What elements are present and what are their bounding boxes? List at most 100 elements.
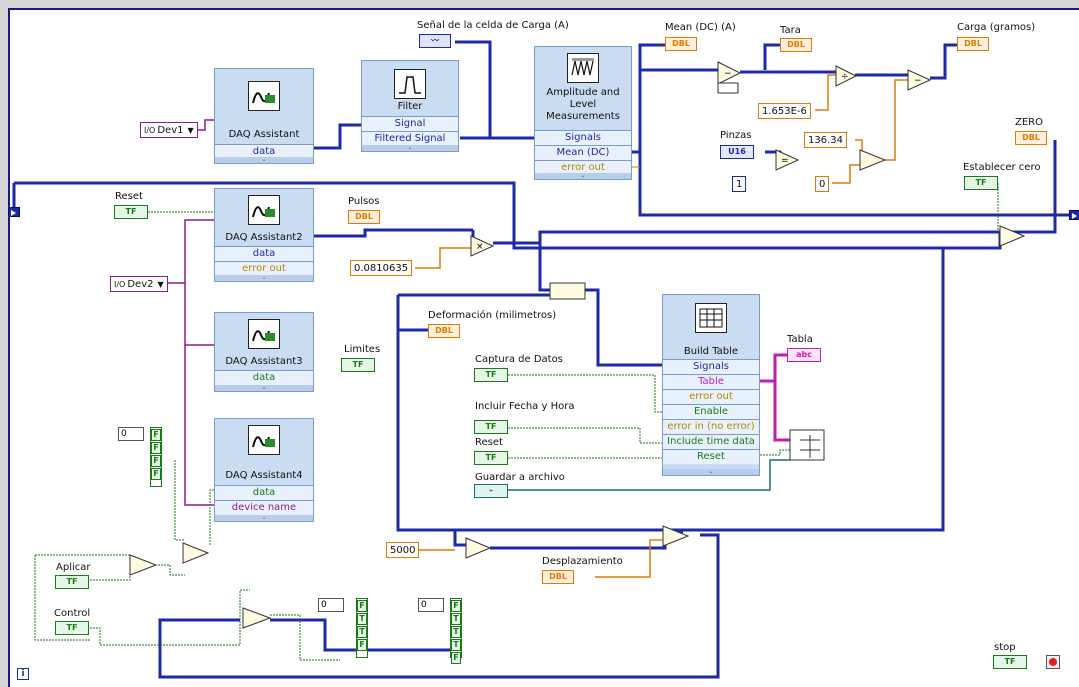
compare-node[interactable]	[465, 537, 492, 559]
term-mean-dc[interactable]: Mean (DC)	[535, 145, 631, 160]
k3-constant[interactable]: 0.0810635	[350, 260, 413, 276]
k4-constant[interactable]: 5000	[386, 542, 420, 558]
amplitude-level-vi[interactable]: Amplitude and Level Measurements Signals…	[534, 46, 632, 180]
term-filtered-signal[interactable]: Filtered Signal	[362, 131, 458, 146]
subtract-node[interactable]	[717, 61, 742, 85]
term-signals[interactable]: Signals	[663, 359, 759, 374]
incluir-control[interactable]: TF	[474, 420, 508, 434]
subtract-node-2[interactable]	[907, 69, 932, 91]
build-table-vi[interactable]: Build Table Signals Table error out Enab…	[662, 294, 760, 476]
vi-expand[interactable]: ⌄	[362, 145, 458, 151]
term-error-in[interactable]: error in (no error)	[663, 419, 759, 434]
term-include-time[interactable]: Include time data	[663, 434, 759, 449]
filter-vi[interactable]: Filter Signal Filtered Signal ⌄	[361, 60, 459, 152]
guardar-path-control[interactable]: ⌁	[474, 484, 508, 498]
establecer-cero-control[interactable]: TF	[964, 176, 998, 190]
select-node-3[interactable]	[129, 554, 158, 576]
term-data[interactable]: data	[215, 370, 313, 385]
select-node-2[interactable]	[999, 225, 1026, 247]
reset2-control[interactable]: TF	[474, 451, 508, 465]
shift-register-right[interactable]	[1069, 210, 1079, 220]
select-node-4[interactable]	[182, 542, 210, 564]
bool-array-element[interactable]: T	[451, 639, 461, 651]
term-enable[interactable]: Enable	[663, 404, 759, 419]
vi-expand[interactable]: ⌄	[215, 515, 313, 521]
k2-constant[interactable]: 136.34	[804, 132, 847, 148]
write-spreadsheet-node[interactable]	[789, 429, 825, 461]
array-index-2[interactable]: 0	[318, 598, 344, 612]
tara-indicator[interactable]: DBL	[780, 38, 812, 52]
merge-signals-node[interactable]	[549, 282, 586, 300]
divide-node[interactable]	[835, 65, 858, 87]
bool-array-element[interactable]: T	[357, 613, 367, 625]
vi-expand[interactable]: ⌄	[215, 385, 313, 391]
tabla-indicator[interactable]: abc	[787, 348, 821, 362]
reset1-control[interactable]: TF	[114, 205, 148, 219]
bool-array-element[interactable]: F	[451, 652, 461, 664]
shift-register-left[interactable]	[8, 207, 20, 217]
compare-node-2[interactable]	[662, 525, 690, 547]
bool-array-element[interactable]: T	[357, 626, 367, 638]
zero-indicator[interactable]: DBL	[1015, 131, 1047, 145]
bool-array-element[interactable]: T	[451, 613, 461, 625]
loop-iteration-icon[interactable]: i	[17, 668, 29, 680]
dev1-constant[interactable]: I/O Dev1 ▼	[140, 122, 198, 138]
vi-expand[interactable]: ⌄	[215, 157, 313, 163]
bool-array-element[interactable]: F	[151, 468, 161, 480]
bool-array-element[interactable]: F	[451, 600, 461, 612]
pulsos-indicator[interactable]: DBL	[348, 210, 380, 224]
array-node[interactable]	[717, 82, 739, 94]
one-constant[interactable]: 1	[732, 176, 747, 192]
pinzas-control[interactable]: U16	[720, 145, 754, 159]
dev2-constant[interactable]: I/O Dev2 ▼	[110, 276, 168, 292]
term-data[interactable]: data	[215, 246, 313, 261]
bool-array-element[interactable]: F	[151, 429, 161, 441]
term-table[interactable]: Table	[663, 374, 759, 389]
term-error-out[interactable]: error out	[663, 389, 759, 404]
term-error-out[interactable]: error out	[215, 261, 313, 276]
stop-control[interactable]: TF	[993, 655, 1027, 669]
zero-constant[interactable]: 0	[815, 176, 830, 192]
daq-assistant4-vi[interactable]: DAQ Assistant4 data device name ⌄	[214, 418, 314, 522]
vi-expand[interactable]: ⌄	[215, 275, 313, 281]
bool-array-element[interactable]: F	[357, 639, 367, 651]
term-signals[interactable]: Signals	[535, 130, 631, 145]
array-index[interactable]: 0	[118, 427, 144, 441]
term-reset[interactable]: Reset	[663, 449, 759, 464]
equal-node[interactable]	[775, 149, 800, 171]
deformacion-indicator[interactable]: DBL	[428, 324, 460, 338]
chevron-down-icon[interactable]: ▼	[157, 279, 164, 289]
daq-assistant2-vi[interactable]: DAQ Assistant2 data error out ⌄	[214, 188, 314, 282]
signal-indicator[interactable]: 〰	[419, 34, 451, 48]
captura-control[interactable]: TF	[474, 368, 508, 382]
bool-array-element[interactable]: T	[451, 626, 461, 638]
select-node-5[interactable]	[242, 607, 272, 629]
control-control[interactable]: TF	[55, 621, 89, 635]
daq-assistant-vi[interactable]: DAQ Assistant data ⌄	[214, 68, 314, 164]
stop-button[interactable]	[1046, 655, 1060, 669]
array-index-3[interactable]: 0	[418, 598, 444, 612]
aplicar-control[interactable]: TF	[55, 575, 89, 589]
bool-array-element[interactable]: F	[151, 442, 161, 454]
term-data[interactable]: data	[215, 144, 313, 159]
vi-expand[interactable]: ⌄	[535, 173, 631, 179]
term-signal[interactable]: Signal	[362, 116, 458, 131]
bool-array-element[interactable]: F	[357, 600, 367, 612]
term-data[interactable]: data	[215, 485, 313, 500]
term-device-name[interactable]: device name	[215, 500, 313, 515]
term-error-out[interactable]: error out	[535, 160, 631, 175]
k1-constant[interactable]: 1.653E-6	[758, 103, 811, 119]
limites-indicator[interactable]: TF	[341, 358, 375, 372]
desplazamiento-indicator[interactable]: DBL	[542, 570, 574, 584]
select-node[interactable]	[859, 149, 887, 171]
daq-assistant3-vi[interactable]: DAQ Assistant3 data ⌄	[214, 312, 314, 392]
vi-expand[interactable]: ⌄	[663, 469, 759, 475]
mean-dc-indicator[interactable]: DBL	[665, 37, 697, 51]
multiply-node[interactable]	[470, 235, 495, 257]
carga-indicator[interactable]: DBL	[957, 37, 989, 51]
chevron-down-icon[interactable]: ▼	[187, 125, 194, 135]
bool-array-element[interactable]: F	[151, 455, 161, 467]
